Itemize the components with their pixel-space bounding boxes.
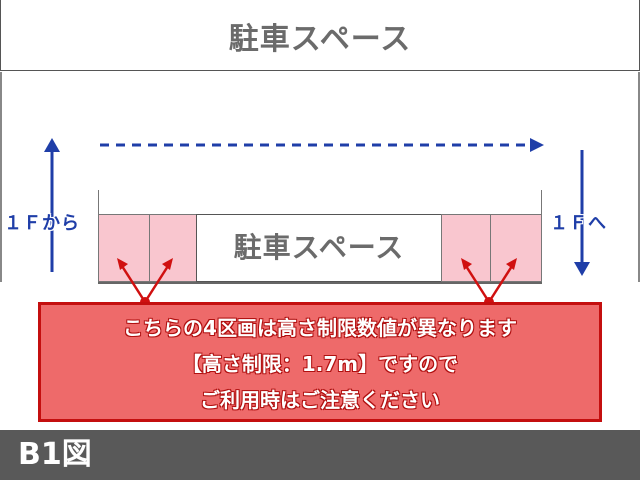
stall-edge-right [541, 190, 542, 214]
restricted-stall-2 [149, 214, 197, 282]
restricted-stall-4 [490, 214, 542, 282]
stall-baseline [98, 282, 542, 284]
height-restriction-notice [38, 302, 602, 422]
left-pointer-lines [117, 258, 173, 307]
notice-line-2: 【高さ制限：1.7m】ですので [181, 352, 459, 376]
to-1f-label: １Ｆへ [550, 213, 607, 234]
left-wall [0, 72, 2, 282]
restricted-stall-3 [441, 214, 491, 282]
traffic-flow-arrow [100, 138, 544, 152]
exit-down-arrow [574, 150, 590, 276]
right-pointer-lines [461, 258, 517, 307]
entry-up-arrow [44, 138, 60, 272]
notice-line-3: ご利用時はご注意ください [200, 388, 440, 412]
notice-line-1: こちらの4区画は高さ制限数値が異なります [123, 316, 517, 340]
footer-bar [0, 430, 640, 480]
upper-parking-area [0, 0, 640, 71]
right-wall [638, 72, 640, 282]
upper-parking-label: 駐車スペース [228, 22, 412, 57]
center-parking-area [196, 214, 442, 282]
stall-edge-left [98, 190, 99, 214]
from-1f-label: １Ｆから [4, 213, 80, 234]
center-parking-label: 駐車スペース [233, 231, 405, 264]
floor-label: B1図 [18, 437, 92, 472]
